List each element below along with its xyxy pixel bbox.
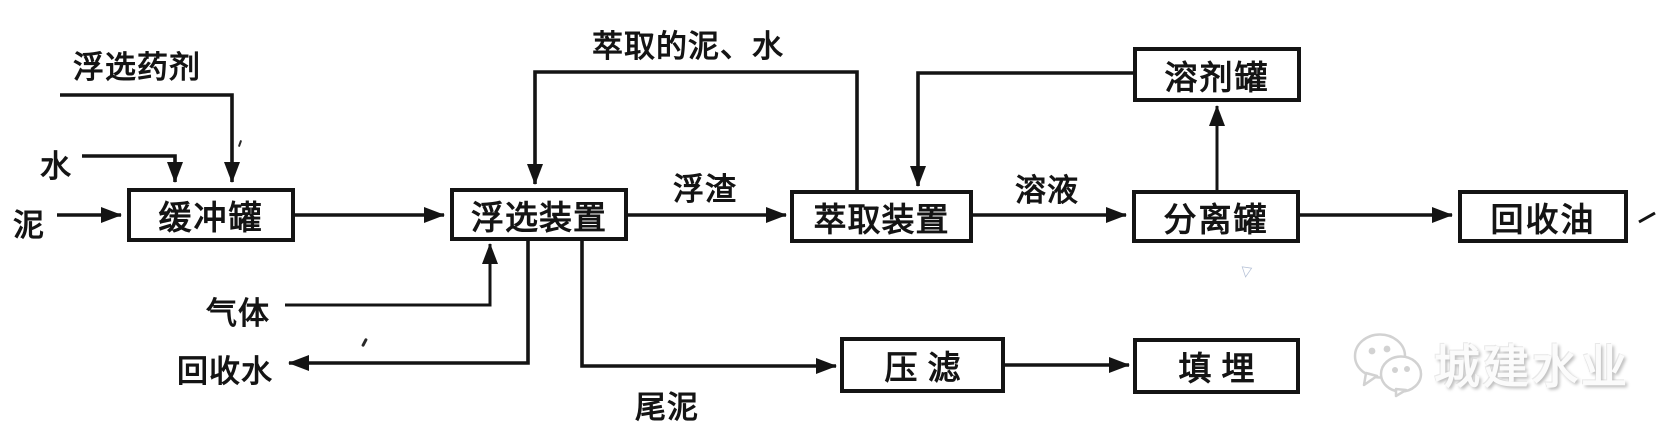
node-buffer-tank: 缓冲罐 [127, 188, 295, 242]
arrow-flotation-tail-sludge-to-filter-press [580, 241, 837, 374]
arrow-extraction-return-to-flotation [527, 70, 859, 190]
label-gas: 气体 [206, 296, 270, 331]
node-separation-tank: 分离罐 [1132, 190, 1300, 243]
label-recovered-water: 回收水 [177, 354, 273, 389]
wechat-icon [1353, 333, 1423, 398]
arrow-solvent-tank-to-extraction [910, 71, 1133, 187]
node-filter-press: 压滤 [840, 337, 1005, 393]
arrow-reagent-to-buffer-tank [60, 93, 240, 183]
label-tail-sludge: 尾泥 [635, 390, 699, 425]
blue-artifact-mark: ▽ [1240, 262, 1253, 280]
label-flotation-reagent: 浮选药剂 [73, 50, 201, 85]
arrow-water-to-buffer-tank [82, 154, 183, 183]
node-extraction-unit: 萃取装置 [790, 190, 973, 243]
label-scum: 浮渣 [673, 172, 737, 207]
label-solution: 溶液 [1015, 173, 1079, 208]
arrow-flotation-to-recovered-water [288, 241, 530, 371]
arrow-gas-to-flotation [285, 243, 498, 307]
watermark-brand-text: 城建水业 [1434, 341, 1630, 393]
node-flotation-unit: 浮选装置 [450, 188, 628, 241]
node-solvent-tank: 溶剂罐 [1133, 47, 1301, 102]
cropped-arrow-fragment [1638, 211, 1656, 224]
label-extracted-sludge-water: 萃取的泥、水 [592, 29, 784, 64]
watermark: 城建水业 [1352, 330, 1630, 398]
label-water: 水 [40, 149, 72, 184]
label-sludge: 泥 [13, 208, 45, 243]
node-landfill: 填埋 [1133, 338, 1300, 394]
node-recovered-oil: 回收油 [1458, 190, 1628, 243]
